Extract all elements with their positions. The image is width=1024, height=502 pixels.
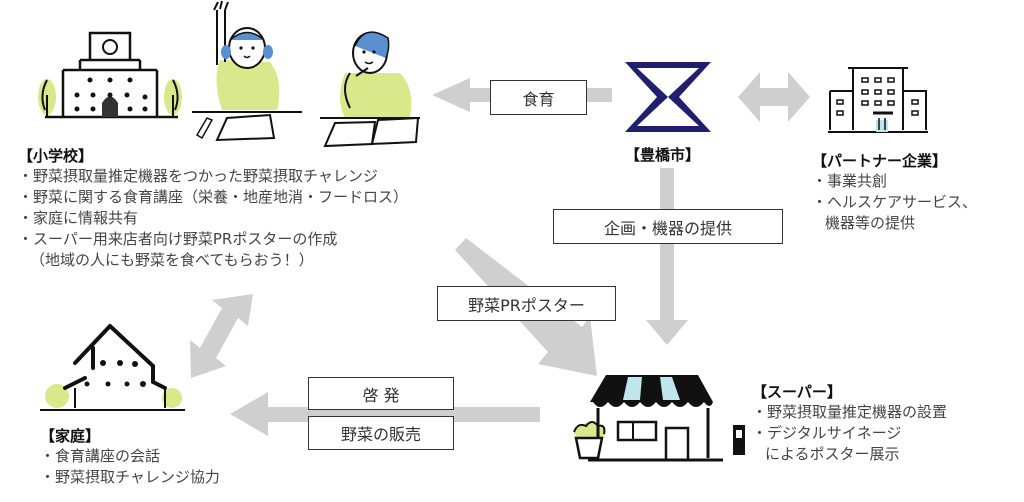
partner-title: 【パートナー企業】 (812, 152, 948, 170)
city-title: 【豊橋市】 (625, 146, 701, 164)
home-item: ・野菜摂取チャレンジ協力 (40, 468, 220, 486)
office-building-icon (828, 67, 928, 133)
school-node: 【小学校】 ・野菜摂取量推定機器をつかった野菜摂取チャレンジ ・野菜に関する食育… (18, 147, 408, 271)
edge-label-awareness: 啓 発 (308, 377, 454, 410)
partner-item: ・ヘルスケアサービス、 (812, 193, 978, 211)
toyohashi-city-emblem-icon (625, 62, 711, 132)
supermarket-title: 【スーパー】 (752, 383, 842, 401)
house-icon (40, 324, 185, 411)
student-boy-thinking-icon (320, 31, 420, 148)
arrow-school-home (190, 294, 253, 378)
supermarket-item: ・野菜摂取量推定機器の設置 (752, 403, 948, 421)
school-item: ・野菜に関する食育講座（栄養・地産地消・フードロス） (18, 188, 409, 206)
home-title: 【家庭】 (40, 427, 101, 445)
school-item: ・家庭に情報共有 (18, 209, 139, 227)
supermarket-item: ・デジタルサイネージ (752, 424, 902, 442)
edge-label-vegetable-sales: 野菜の販売 (308, 416, 454, 450)
home-node: 【家庭】 ・食育講座の会話 ・野菜摂取チャレンジ協力 (40, 427, 220, 488)
school-item: ・野菜摂取量推定機器をつかった野菜摂取チャレンジ (18, 167, 378, 185)
partner-item: 機器等の提供 (825, 214, 916, 232)
arrow-city-partner (738, 72, 810, 122)
school-item: （地域の人にも野菜を食べてもらおう！） (30, 251, 314, 269)
school-title: 【小学校】 (18, 147, 94, 165)
school-item: ・スーパー用来店者向け野菜PRポスターの作成 (18, 230, 338, 248)
supermarket-node: 【スーパー】 ・野菜摂取量推定機器の設置 ・デジタルサイネージ によるポスター展… (752, 383, 947, 465)
supermarket-item: によるポスター展示 (765, 445, 900, 463)
storefront-icon (573, 375, 745, 462)
arrow-supermarket-to-home (230, 392, 540, 436)
partner-item: ・事業共創 (812, 172, 888, 190)
arrow-city-to-supermarket (646, 168, 688, 345)
student-girl-raising-hand-icon (192, 0, 302, 142)
partner-node: 【パートナー企業】 ・事業共創 ・ヘルスケアサービス、 機器等の提供 (812, 152, 977, 234)
edge-label-vegetable-pr-poster: 野菜PRポスター (437, 286, 616, 321)
edge-label-food-education: 食育 (490, 80, 587, 115)
home-item: ・食育講座の会話 (40, 447, 161, 465)
edge-label-planning-equipment: 企画・機器の提供 (553, 209, 783, 244)
school-building-icon (38, 31, 182, 119)
